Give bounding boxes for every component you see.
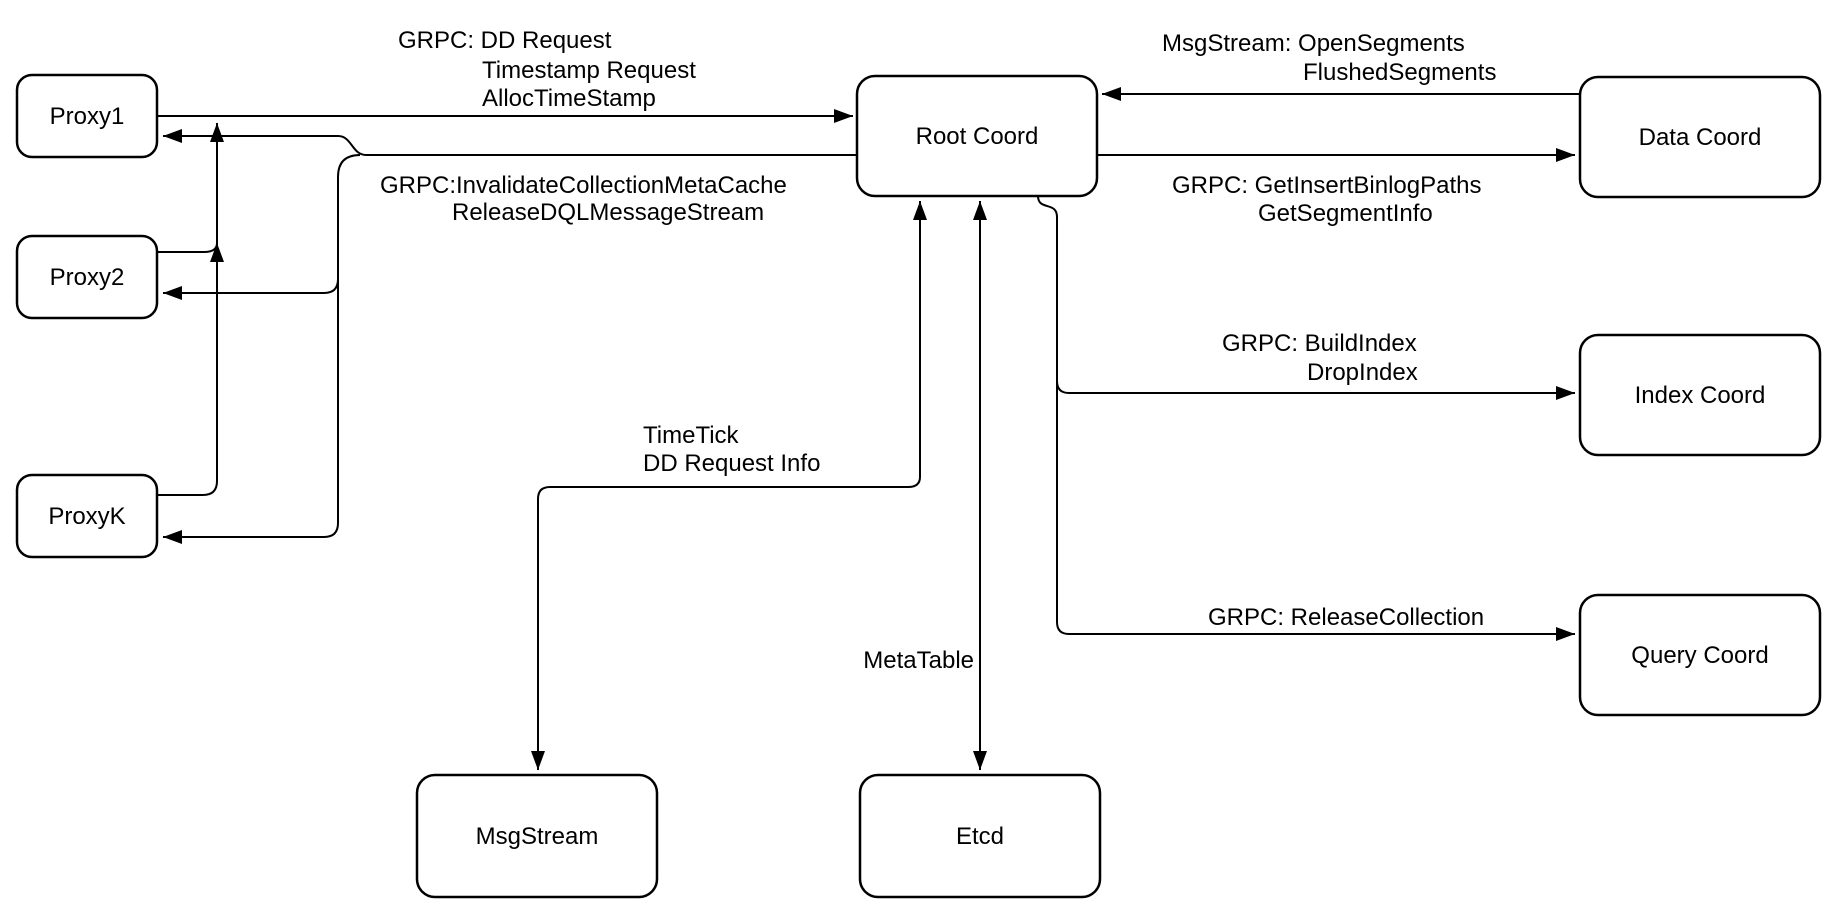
node-index-coord-box [1578, 333, 1822, 457]
node-root-coord-box [855, 74, 1099, 198]
label-grpc-releasecollection: GRPC: ReleaseCollection [1208, 604, 1484, 631]
node-proxy2-box [15, 234, 159, 320]
label-getsegmentinfo: GetSegmentInfo [1258, 200, 1433, 227]
node-proxy1-box [15, 73, 159, 159]
edge-rootcoord-to-proxy2 [163, 278, 339, 300]
edge-rootcoord-to-proxyk [163, 154, 361, 544]
node-index-coord: Index Coord [1578, 333, 1822, 457]
node-proxy1: Proxy1 [15, 73, 159, 159]
label-dd-request-info: DD Request Info [643, 450, 820, 477]
node-msgstream-label: MsgStream [476, 823, 599, 850]
node-proxyk-box [15, 473, 159, 559]
edge-rootcoord-to-querycoord [1037, 195, 1575, 641]
label-invalidate-collection-metacache: GRPC:InvalidateCollectionMetaCache [380, 172, 787, 199]
node-etcd-label: Etcd [956, 823, 1004, 850]
node-data-coord: Data Coord [1578, 75, 1822, 199]
node-index-coord-label: Index Coord [1635, 382, 1766, 409]
edge-proxyk-merge-to-request-line [157, 123, 224, 496]
node-root-coord-label: Root Coord [916, 123, 1039, 150]
edge-rootcoord-to-proxy1 [163, 129, 857, 156]
edge-label-group: GRPC: DD Request Timestamp Request Alloc… [380, 27, 1496, 674]
node-etcd-box [858, 773, 1102, 899]
node-data-coord-label: Data Coord [1639, 124, 1762, 151]
label-getinsertbinlogpaths: GRPC: GetInsertBinlogPaths [1172, 172, 1481, 199]
label-grpc-dd-request: GRPC: DD Request [398, 27, 612, 54]
label-timestamp-request: Timestamp Request [482, 57, 696, 84]
node-proxy1-label: Proxy1 [50, 103, 125, 130]
edge-rootcoord-to-indexcoord [1056, 380, 1575, 400]
node-proxy2: Proxy2 [15, 234, 159, 320]
label-msgstream-opensegments: MsgStream: OpenSegments [1162, 30, 1465, 57]
node-proxyk-label: ProxyK [48, 503, 125, 530]
label-grpc-buildindex: GRPC: BuildIndex [1222, 330, 1417, 357]
label-timetick: TimeTick [643, 422, 740, 449]
node-query-coord-box [1578, 593, 1822, 717]
label-alloctimestamp: AllocTimeStamp [482, 85, 656, 112]
label-metatable: MetaTable [863, 647, 974, 674]
edge-proxy2-merge-to-request-line [157, 242, 224, 263]
node-proxyk: ProxyK [15, 473, 159, 559]
node-data-coord-box [1578, 75, 1822, 199]
node-msgstream: MsgStream [415, 773, 659, 899]
label-flushedsegments: FlushedSegments [1303, 59, 1496, 86]
node-proxy2-label: Proxy2 [50, 264, 125, 291]
label-release-dql-messagestream: ReleaseDQLMessageStream [452, 199, 764, 226]
node-etcd: Etcd [858, 773, 1102, 899]
edge-rootcoord-to-msgstream [531, 201, 927, 770]
node-query-coord-label: Query Coord [1631, 642, 1768, 669]
edge-group [157, 87, 1580, 770]
label-dropindex: DropIndex [1307, 359, 1418, 386]
node-root-coord: Root Coord [855, 74, 1099, 198]
node-query-coord: Query Coord [1578, 593, 1822, 717]
node-msgstream-box [415, 773, 659, 899]
